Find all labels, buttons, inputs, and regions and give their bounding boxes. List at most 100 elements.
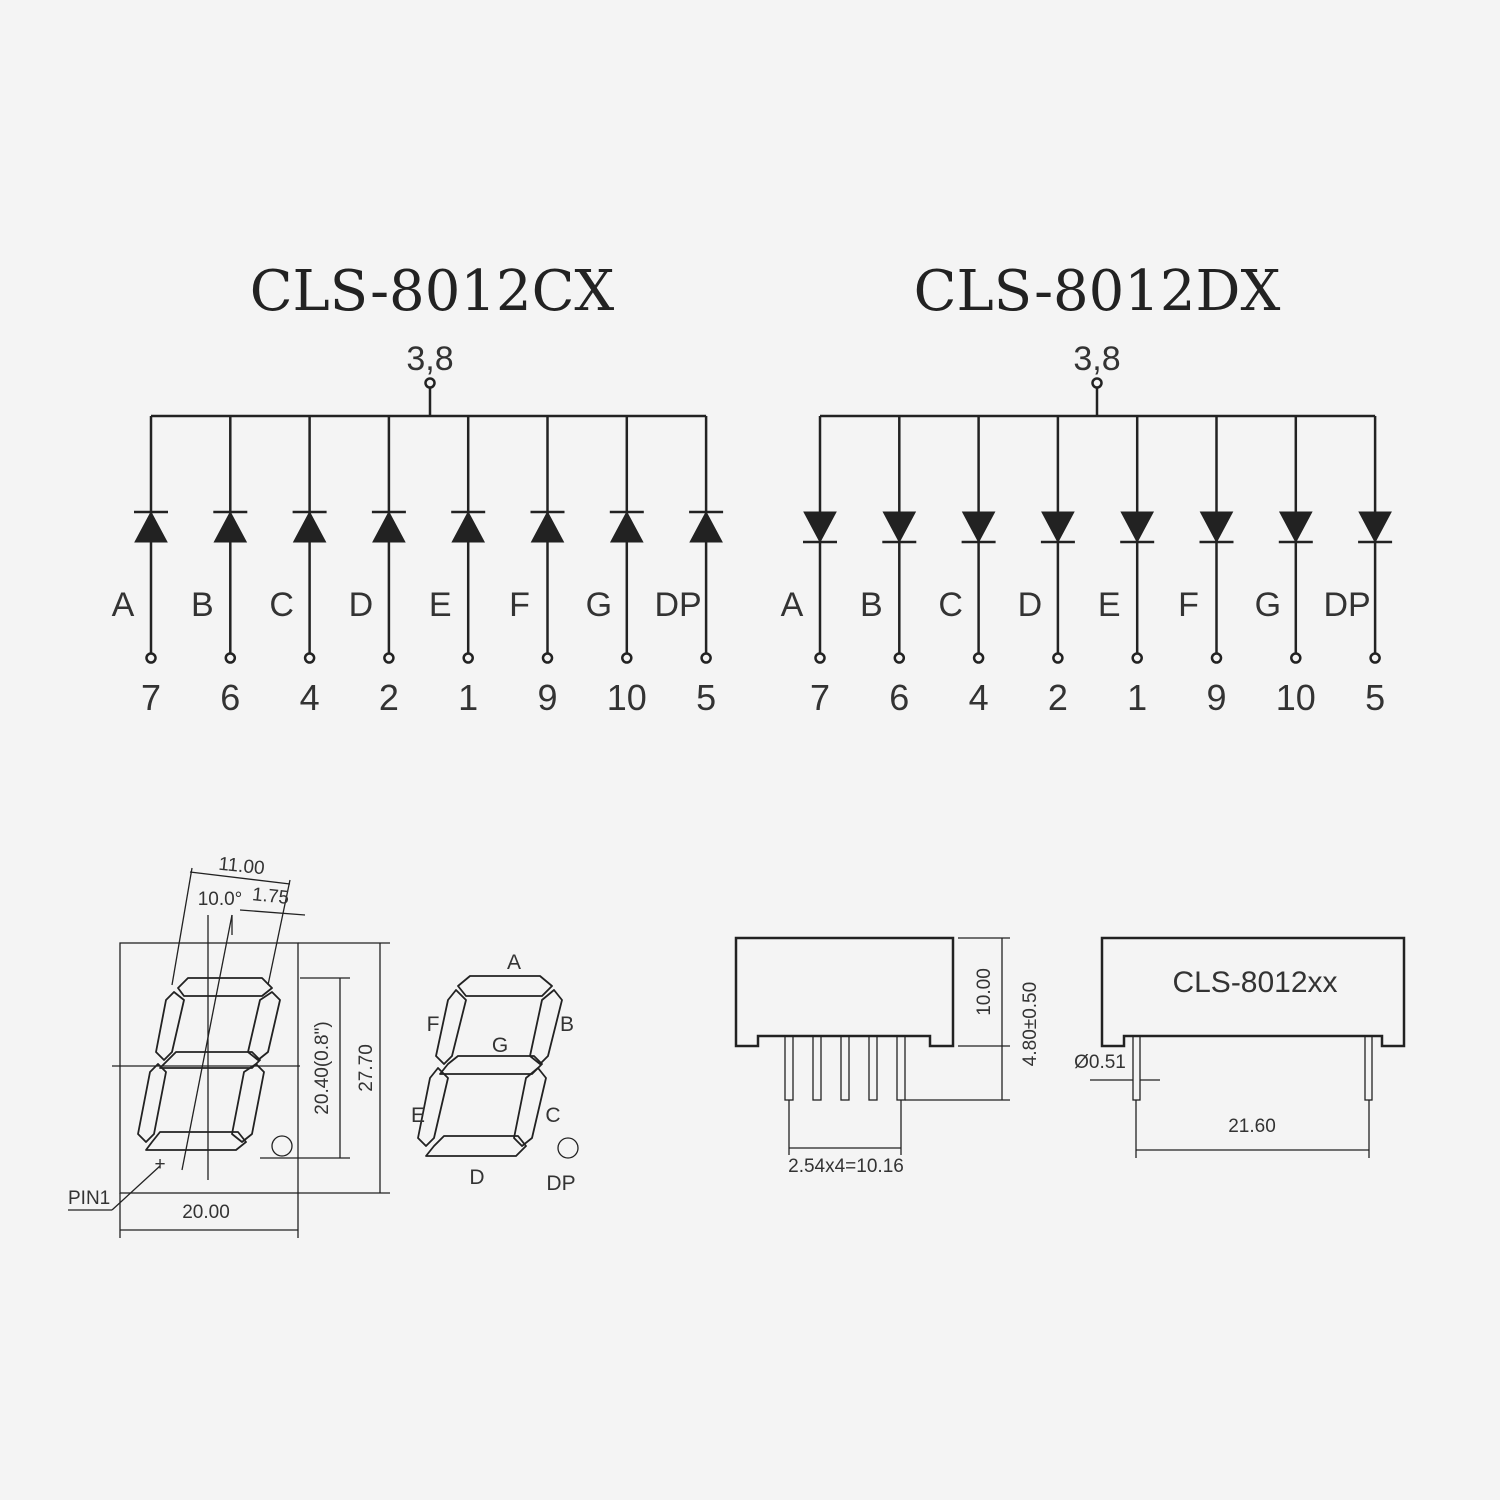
pin-terminal — [1052, 652, 1064, 664]
pin-left — [1132, 1035, 1141, 1101]
diode-symbol — [530, 510, 565, 543]
diode-symbol — [1120, 511, 1155, 544]
label-g: G — [492, 1034, 508, 1057]
pin-number: 4 — [969, 677, 989, 718]
pin-terminal — [1369, 652, 1381, 664]
pin-terminal — [1210, 652, 1223, 664]
pin-terminal — [814, 652, 826, 664]
pin — [812, 1035, 822, 1101]
pin-number: 5 — [696, 677, 716, 718]
common-terminal — [424, 377, 436, 389]
display-body-outline — [119, 942, 299, 1194]
common-pin-label: 3,8 — [1073, 340, 1120, 378]
pin-number: 5 — [1365, 677, 1385, 718]
pin-number: 2 — [379, 677, 399, 718]
label-b: B — [560, 1013, 574, 1036]
map-segment-f — [435, 989, 467, 1065]
diode-symbol — [451, 510, 486, 543]
segment-label: C — [938, 586, 963, 624]
segment-label: DP — [1323, 586, 1370, 624]
pin-number: 10 — [607, 677, 647, 718]
diode-symbol — [1278, 511, 1313, 544]
segment-b — [247, 991, 281, 1061]
pin-number: 10 — [1276, 677, 1316, 718]
segment-label: G — [586, 586, 612, 624]
slant-centre-line — [181, 914, 233, 1171]
side-body — [734, 936, 955, 1048]
diode-symbol — [882, 511, 917, 544]
pin-terminal — [1290, 652, 1302, 664]
map-segment-c — [513, 1067, 547, 1147]
pin-terminal — [1131, 652, 1143, 664]
segment-label: B — [191, 586, 214, 624]
schematic-title: CLS-8012DX — [914, 259, 1281, 324]
pin — [868, 1035, 878, 1101]
pin-number: 7 — [810, 677, 830, 718]
diode-symbol — [1041, 511, 1075, 544]
pin-terminal — [224, 652, 237, 664]
schematic-title: CLS-8012CX — [250, 259, 615, 324]
map-segment-b — [529, 989, 563, 1065]
diode-symbol — [609, 510, 644, 543]
back-body — [1100, 936, 1406, 1048]
segment-label: C — [269, 586, 294, 624]
pin-number: 6 — [220, 677, 240, 718]
diode-symbol — [803, 511, 837, 544]
map-decimal-point — [557, 1137, 579, 1159]
map-segment-g — [439, 1055, 543, 1075]
segment-d — [145, 1131, 247, 1151]
pin-terminal — [621, 652, 633, 664]
segment-label: D — [1018, 586, 1043, 624]
pin-terminal — [462, 652, 474, 664]
pin-number: 9 — [537, 677, 557, 718]
pin-terminal — [972, 652, 985, 664]
digit-outline — [137, 977, 281, 1151]
dim-line-top — [189, 871, 291, 885]
segment-e — [137, 1063, 167, 1143]
label-f: F — [427, 1013, 440, 1036]
pin-terminal — [700, 652, 712, 664]
diode-symbol — [1358, 511, 1392, 544]
circuit: A 7 B 6 C 4 D 2 E 1 F 9 G 10 DP 5 — [112, 377, 724, 718]
pin — [784, 1035, 794, 1101]
label-c: C — [545, 1104, 560, 1127]
diode-symbol — [1199, 511, 1234, 544]
dim-digit-height-label: 20.40(0.8") — [312, 1021, 333, 1114]
dim-offset-label: 1.75 — [251, 884, 290, 909]
segment-label: F — [509, 586, 530, 624]
label-dp: DP — [546, 1172, 575, 1195]
pin-number: 1 — [458, 677, 478, 718]
side-view: 10.00 4.80±0.50 2.54x4=10.16 — [734, 936, 1041, 1177]
pin-terminal — [893, 652, 906, 664]
segment-label: A — [112, 586, 135, 624]
segment-c — [231, 1063, 265, 1143]
pin-terminal — [383, 652, 395, 664]
segment-map: A B F G E C D DP — [411, 951, 579, 1195]
back-view: CLS-8012xx Ø0.51 21.60 — [1074, 936, 1406, 1158]
dim-pin-length-label: 4.80±0.50 — [1020, 982, 1041, 1066]
segment-label: E — [429, 586, 452, 624]
pin-terminal — [541, 652, 554, 664]
pin-number: 4 — [300, 677, 320, 718]
segment-f — [155, 991, 185, 1061]
map-segment-d — [425, 1135, 527, 1157]
dim-body-height-label: 10.00 — [974, 968, 995, 1016]
pin — [896, 1035, 906, 1101]
dim-top-label: 11.00 — [218, 854, 266, 880]
label-a: A — [507, 951, 521, 974]
front-view: 11.00 10.0° 1.75 20.40(0.8") 27.70 20.00… — [68, 854, 390, 1238]
common-terminal — [1091, 377, 1103, 389]
segment-label: D — [349, 586, 374, 624]
pin-number: 7 — [141, 677, 161, 718]
segment-label: DP — [654, 586, 701, 624]
pin-right — [1364, 1035, 1373, 1101]
diode-symbol — [372, 510, 406, 543]
segment-a — [177, 977, 273, 997]
label-e: E — [411, 1104, 425, 1127]
pin — [840, 1035, 850, 1101]
diode-symbol — [213, 510, 248, 543]
